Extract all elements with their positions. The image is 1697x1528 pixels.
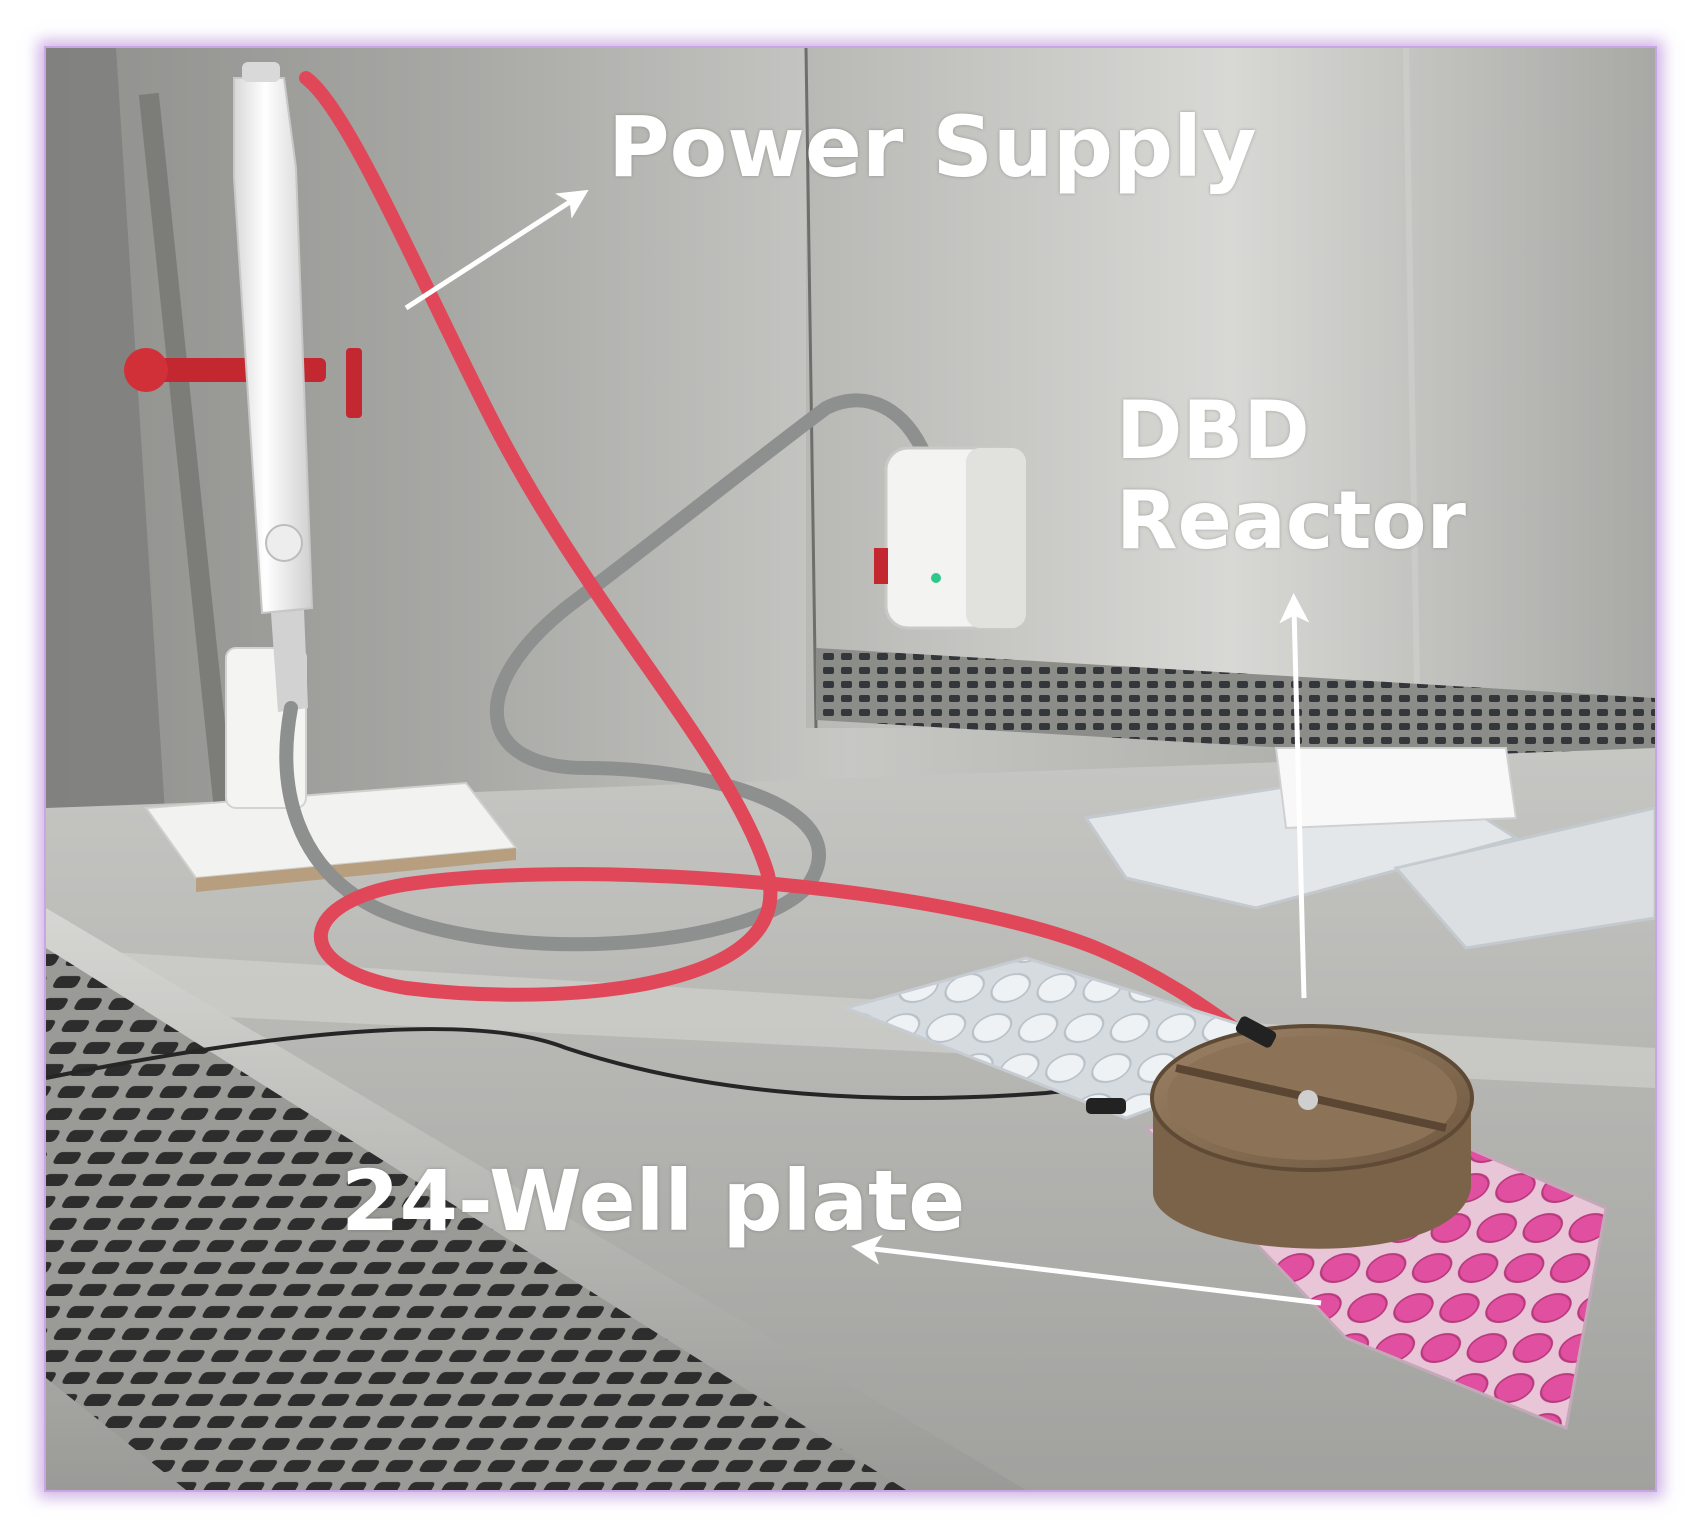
dbd-reactor-label: DBD Reactor — [1116, 386, 1466, 565]
cabinet-side-glass — [46, 48, 166, 908]
dbd-reactor — [1086, 1016, 1474, 1249]
wall-power-supply-box — [874, 446, 1028, 630]
power-supply-arrow — [404, 189, 589, 311]
lab-scene-illustration — [46, 48, 1655, 1490]
lab-photo: Power Supply DBD Reactor 24-Well plate — [44, 46, 1657, 1492]
ground-wire — [46, 1027, 1128, 1110]
dbd-reactor-arrow — [1279, 593, 1310, 999]
well-plate-arrow — [851, 1234, 1322, 1306]
red-cable — [299, 71, 1248, 1040]
front-air-grille — [46, 948, 906, 1490]
rear-vent-grille — [816, 648, 1655, 770]
power-supply-label: Power Supply — [608, 98, 1257, 196]
sterile-trays — [1083, 747, 1655, 950]
well-plate-label: 24-Well plate — [341, 1152, 966, 1250]
dbd-label-line2: Reactor — [1116, 473, 1466, 567]
stand-rod — [138, 92, 234, 812]
gray-cable — [279, 393, 933, 952]
dbd-label-line1: DBD — [1116, 384, 1310, 477]
plasma-pen — [233, 62, 314, 712]
